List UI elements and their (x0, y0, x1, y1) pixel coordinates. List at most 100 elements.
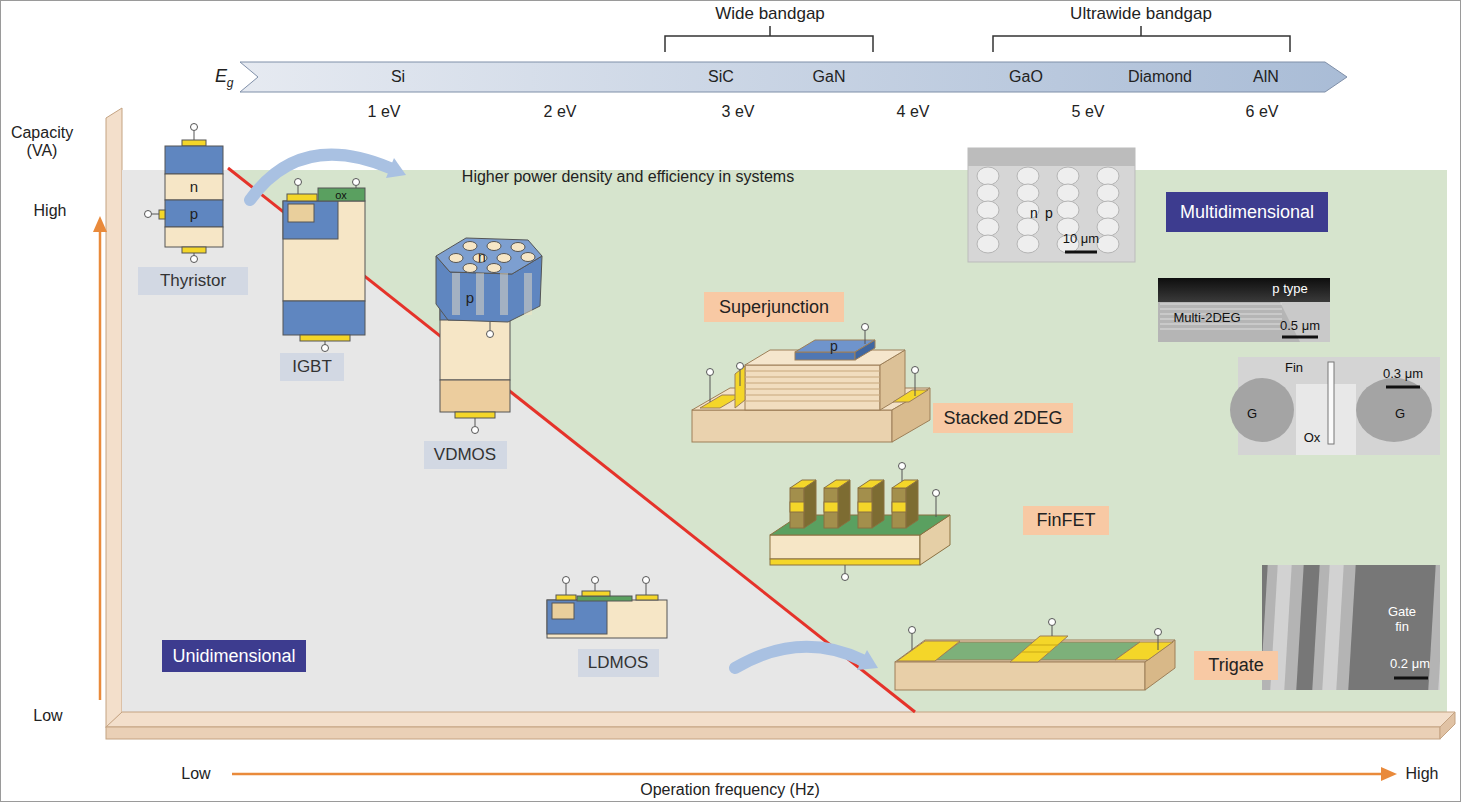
ldmos-symbol (595, 584, 596, 591)
box-text: LDMOS (588, 653, 648, 673)
sem-image (1438, 565, 1440, 690)
category-label: Multidimensional (1166, 192, 1328, 232)
sem-image (1097, 218, 1119, 236)
stacked-2deg-symbol (865, 331, 866, 344)
sem-image (1160, 308, 1282, 309)
sem-image (1017, 167, 1039, 185)
igbt-symbol (298, 186, 299, 194)
thyristor-symbol (165, 227, 223, 247)
axis-end-label: High (1406, 765, 1439, 783)
trigate-symbol (895, 662, 1145, 690)
box-text: FinFET (1036, 510, 1095, 531)
energy-tick: 6 eV (1246, 103, 1279, 121)
image-label: G (1247, 407, 1257, 422)
axis-end-label: High (34, 202, 67, 220)
thyristor-symbol (182, 140, 206, 146)
sem-image (1158, 278, 1330, 302)
energy-tick: 1 eV (368, 103, 401, 121)
superjunction-symbol (463, 264, 477, 273)
image-label: Ox (1304, 431, 1321, 446)
superjunction-symbol (487, 264, 501, 273)
finfet-symbol (902, 470, 903, 481)
stacked-2deg-symbol (692, 324, 930, 443)
material-label: Si (391, 68, 405, 86)
sem-image (968, 148, 1135, 262)
trend-arrow (857, 650, 878, 670)
trigate-symbol (895, 619, 1175, 691)
sem-image (1230, 378, 1294, 442)
finfet-symbol (824, 480, 850, 488)
layer-label: p (830, 338, 838, 354)
stacked-2deg-symbol (862, 324, 869, 331)
sem-image (1158, 278, 1330, 342)
igbt-symbol (295, 179, 302, 186)
finfet-symbol (770, 463, 950, 581)
sem-image (977, 218, 999, 236)
finfet-symbol (824, 488, 838, 528)
superjunction-symbol (524, 273, 532, 315)
image-label: Gate fin (1382, 605, 1422, 635)
image-label: Fin (1285, 361, 1303, 376)
stacked-2deg-symbol (912, 367, 919, 374)
finfet-symbol (892, 502, 906, 512)
material-label: Diamond (1128, 68, 1192, 86)
ldmos-symbol (566, 584, 567, 595)
igbt-symbol (300, 335, 350, 341)
sem-image (1057, 201, 1079, 219)
axis-subscript: g (227, 77, 234, 91)
bracket-label: Ultrawide bandgap (1070, 4, 1212, 24)
sem-image (1296, 384, 1356, 455)
energy-tick: 3 eV (722, 103, 755, 121)
trend-arrow (735, 647, 862, 668)
ldmos-symbol (643, 577, 650, 584)
box-text: Stacked 2DEG (943, 408, 1062, 429)
bandgap-axis (665, 26, 873, 52)
bracket-label: Wide bandgap (715, 4, 825, 24)
structure-label: Trigate (1194, 651, 1278, 680)
sem-image (1160, 303, 1282, 304)
divider-line (228, 168, 915, 712)
vdmos-symbol (472, 427, 479, 434)
trigate-symbol (912, 634, 913, 650)
thyristor-symbol (145, 211, 152, 218)
superjunction-symbol (487, 242, 501, 251)
material-label: GaN (813, 68, 846, 86)
energy-tick: 5 eV (1072, 103, 1105, 121)
superjunction-symbol (452, 273, 460, 315)
platform (106, 108, 1455, 739)
finfet-symbol (858, 488, 872, 528)
sem-image (977, 235, 999, 253)
platform (1440, 712, 1455, 739)
superjunction-symbol (449, 254, 463, 263)
platform (106, 712, 1455, 727)
box-text: VDMOS (434, 445, 496, 465)
image-label: p type (1272, 282, 1307, 297)
finfet-symbol (824, 502, 838, 512)
stacked-2deg-symbol (893, 390, 928, 402)
trigate-symbol (1010, 636, 1068, 662)
scale-label: 0.3 μm (1383, 367, 1423, 382)
platform (106, 108, 122, 728)
layer-label: n (190, 178, 198, 195)
thyristor-symbol (165, 146, 223, 174)
sem-image (1312, 565, 1356, 690)
device-label: Thyristor (138, 267, 248, 295)
axis-title: Capacity (VA) (4, 124, 80, 161)
ldmos-symbol (563, 577, 570, 584)
ldmos-symbol (556, 595, 576, 600)
thyristor-symbol (182, 247, 206, 253)
finfet-symbol (770, 535, 920, 559)
sem-image (1057, 167, 1079, 185)
axis-arrow (93, 216, 1397, 781)
sem-image (1057, 184, 1079, 202)
layer-label: ox (335, 189, 347, 202)
sem-image (977, 201, 999, 219)
trigate-symbol (1022, 652, 1050, 653)
sem-image (1356, 378, 1432, 442)
thyristor-symbol (159, 210, 165, 219)
sem-image (1428, 565, 1440, 690)
sem-image (1160, 328, 1282, 329)
thyristor-symbol (191, 124, 198, 131)
